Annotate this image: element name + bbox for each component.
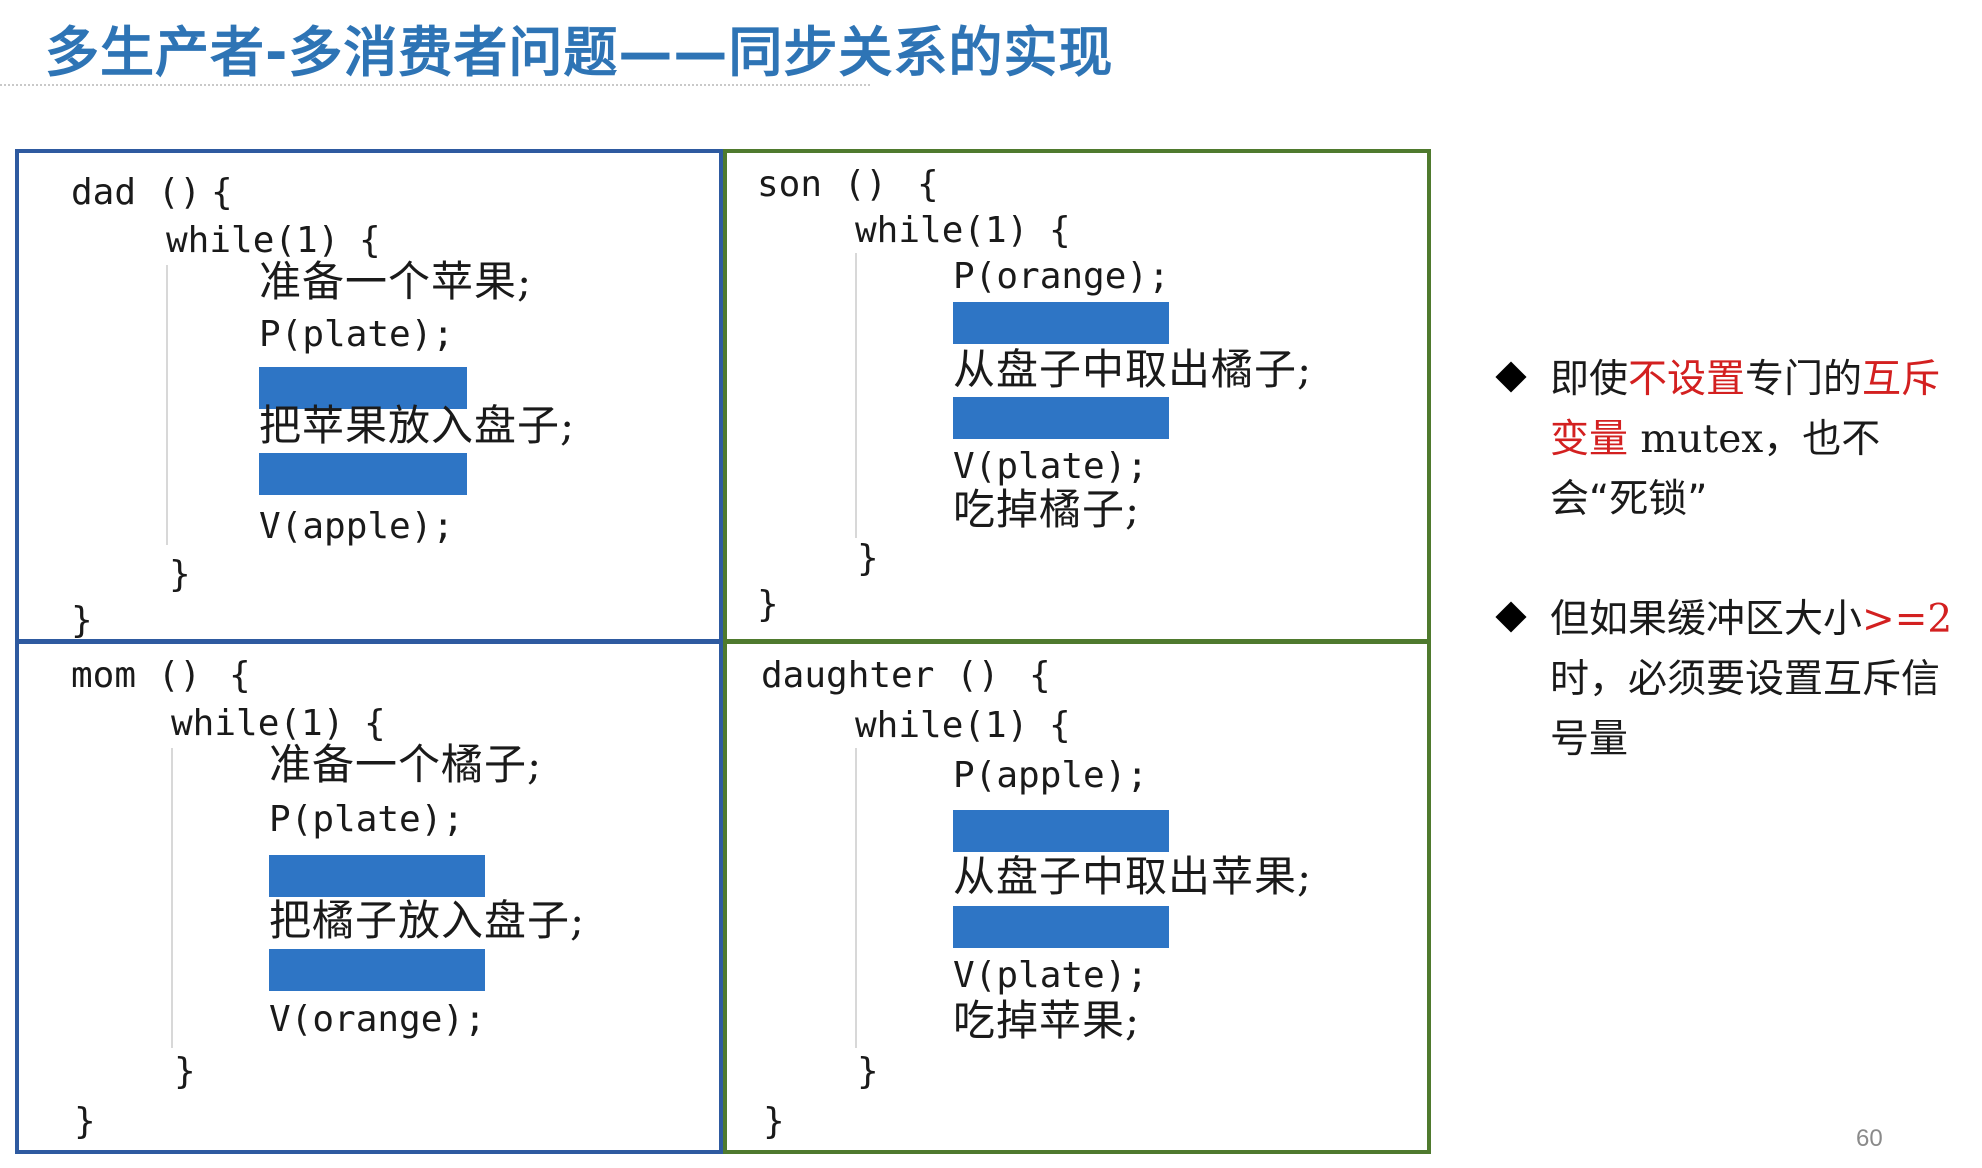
dad-line-2: P(plate); — [259, 314, 455, 355]
son-header: son () — [757, 164, 888, 205]
daughter-hidden-code-1 — [953, 810, 1169, 852]
daughter-line-1: P(apple); — [953, 755, 1149, 796]
daughter-header: daughter () — [761, 655, 1000, 696]
son-while: while(1) — [855, 210, 1029, 251]
mom-close: } — [74, 1101, 96, 1142]
bullet-2-text-1: 但如果缓冲区大小 — [1550, 597, 1863, 642]
son-indent-guide — [855, 253, 857, 538]
mom-hidden-code-1 — [269, 855, 485, 897]
dad-indent-guide — [166, 265, 168, 545]
mom-line-1: 准备一个橘子; — [269, 740, 543, 789]
slide-title: 多生产者-多消费者问题——同步关系的实现 — [45, 21, 1114, 84]
son-open-brace: { — [917, 164, 939, 205]
son-hidden-code-2 — [953, 397, 1169, 439]
son-line-3: V(plate); — [953, 446, 1149, 487]
title-divider — [0, 84, 870, 86]
mom-while-close: } — [174, 1051, 196, 1092]
daughter-panel: daughter () { while(1) { P(apple); 从盘子中取… — [723, 640, 1431, 1154]
mom-open-brace: { — [229, 655, 251, 696]
bullet-1-mutex: mutex — [1640, 417, 1764, 462]
mom-header: mom () — [71, 655, 202, 696]
son-line-1: P(orange); — [953, 256, 1170, 297]
bullet-1-highlight-1: 不设置 — [1628, 357, 1746, 402]
bullet-2-highlight: >=2 — [1862, 597, 1953, 642]
mom-line-4: V(orange); — [269, 999, 486, 1040]
son-while-close: } — [857, 538, 879, 579]
dad-while: while(1) — [166, 220, 340, 261]
bullet-1-text-1: 即使 — [1550, 357, 1629, 402]
son-hidden-code-1 — [953, 302, 1169, 344]
mom-while: while(1) — [171, 703, 345, 744]
daughter-while-brace: { — [1049, 705, 1071, 746]
diamond-bullet-icon — [1495, 601, 1527, 633]
bullet-1-text-3: ，也不会“死锁” — [1550, 417, 1881, 522]
daughter-line-3: V(plate); — [953, 955, 1149, 996]
daughter-while: while(1) — [855, 705, 1029, 746]
daughter-while-close: } — [857, 1051, 879, 1092]
dad-open-brace: { — [211, 172, 233, 213]
daughter-indent-guide — [855, 748, 857, 1048]
diamond-bullet-icon — [1495, 361, 1527, 393]
dad-line-1: 准备一个苹果; — [259, 257, 533, 306]
bullet-buffer-size: 但如果缓冲区大小>=2 时，必须要设置互斥信号量 — [1495, 590, 1960, 770]
dad-line-3: 把苹果放入盘子; — [259, 401, 576, 450]
son-while-brace: { — [1049, 210, 1071, 251]
son-line-2: 从盘子中取出橘子; — [953, 345, 1313, 394]
mom-while-brace: { — [364, 703, 386, 744]
dad-panel: dad () { while(1) { 准备一个苹果; P(plate); 把苹… — [15, 149, 723, 643]
mom-indent-guide — [171, 748, 173, 1048]
dad-hidden-code-1 — [259, 367, 467, 409]
mom-line-3: 把橘子放入盘子; — [269, 896, 586, 945]
daughter-line-2: 从盘子中取出苹果; — [953, 852, 1313, 901]
bullet-1-text-2: 专门的 — [1745, 357, 1863, 402]
dad-while-close: } — [169, 554, 191, 595]
dad-header: dad () — [71, 172, 202, 213]
daughter-hidden-code-2 — [953, 906, 1169, 948]
bullet-no-deadlock: 即使不设置专门的互斥变量 mutex，也不会“死锁” — [1495, 350, 1960, 530]
mom-panel: mom () { while(1) { 准备一个橘子; P(plate); 把橘… — [15, 640, 723, 1154]
son-panel: son () { while(1) { P(orange); 从盘子中取出橘子;… — [723, 149, 1431, 643]
daughter-line-4: 吃掉苹果; — [953, 996, 1141, 1045]
mom-line-2: P(plate); — [269, 799, 465, 840]
dad-hidden-code-2 — [259, 453, 467, 495]
son-line-4: 吃掉橘子; — [953, 485, 1141, 534]
daughter-open-brace: { — [1029, 655, 1051, 696]
dad-line-4: V(apple); — [259, 506, 455, 547]
dad-close: } — [71, 600, 93, 641]
bullet-list: 即使不设置专门的互斥变量 mutex，也不会“死锁” 但如果缓冲区大小>=2 时，… — [1495, 350, 1960, 770]
dad-while-brace: { — [359, 220, 381, 261]
bullet-1-highlight-2: 互斥变量 — [1550, 357, 1941, 462]
page-number: 60 — [1856, 1125, 1883, 1152]
bullet-2-text-2: 时，必须要设置互斥信号量 — [1550, 657, 1941, 762]
son-close: } — [757, 584, 779, 625]
mom-hidden-code-2 — [269, 949, 485, 991]
daughter-close: } — [763, 1101, 785, 1142]
